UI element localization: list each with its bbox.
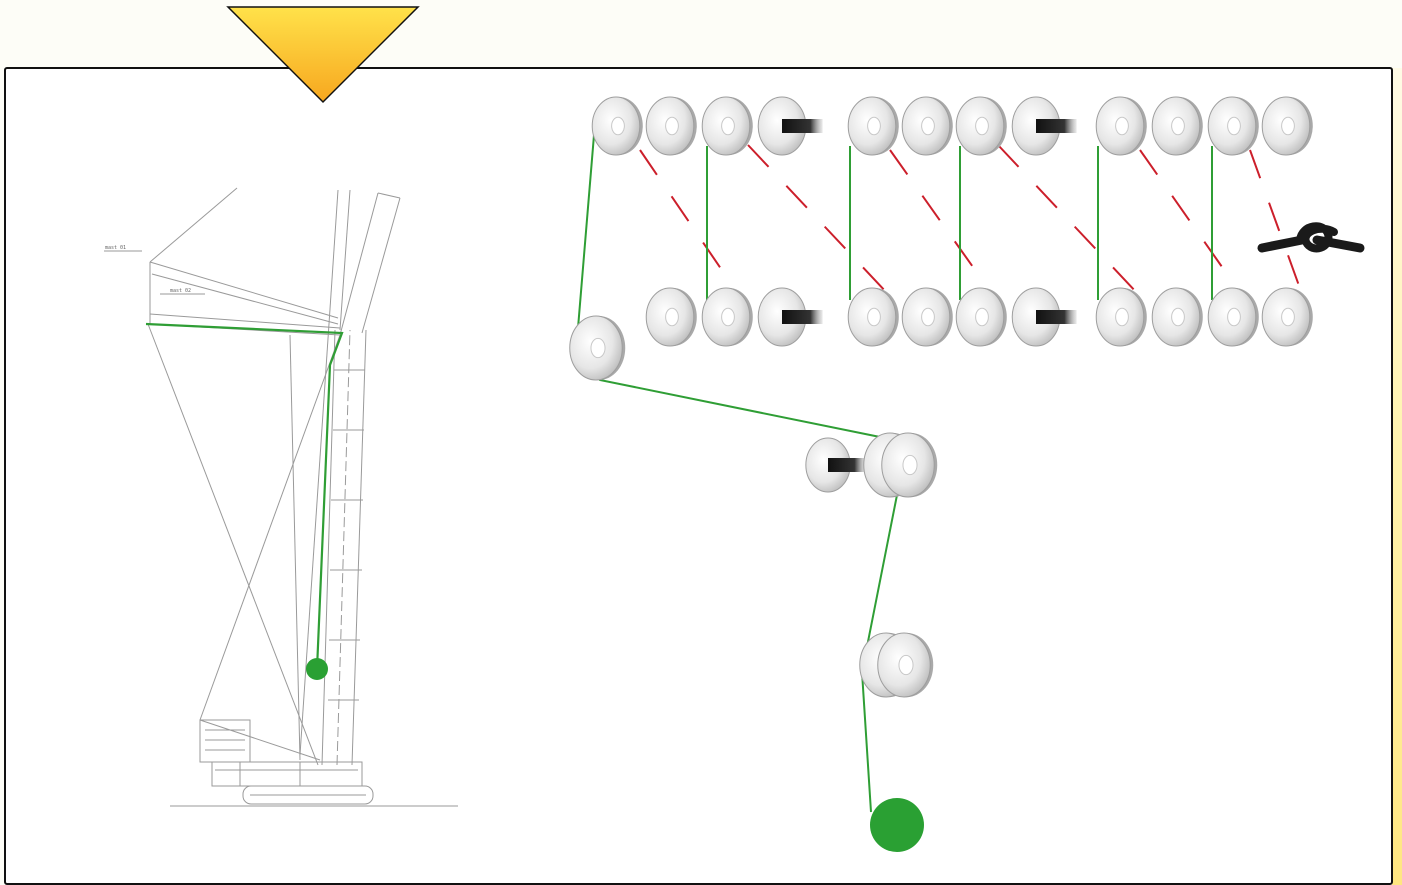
luffing-jib	[339, 192, 379, 336]
crane-hook-dot	[306, 658, 328, 680]
sheave-top-5	[847, 96, 899, 156]
sheave-bottom-5	[901, 287, 953, 347]
crane-reeving-line	[145, 322, 344, 670]
sheave-bottom-10	[1207, 287, 1259, 347]
shaft-indicator	[1011, 96, 1077, 156]
sheave-top-10	[1151, 96, 1203, 156]
sheave-bottom-11	[1261, 287, 1313, 347]
shaft-indicator	[1011, 287, 1077, 347]
sheave-bottom-4	[847, 287, 899, 347]
dead-end-lines	[639, 144, 1303, 295]
diagram-frame	[4, 67, 1393, 885]
sheave-top-11	[1207, 96, 1259, 156]
sheave-top-12	[1261, 96, 1313, 156]
hook-block-dot	[870, 798, 924, 852]
crane-label-2: mast 02	[170, 288, 191, 294]
backstay	[147, 323, 319, 766]
rope-knot-icon	[1257, 222, 1365, 253]
pendant-line	[149, 187, 238, 263]
sheave-top-2	[645, 96, 697, 156]
crane-upperworks	[211, 761, 363, 787]
sheave-bottom-2	[701, 287, 753, 347]
sheave-top-7	[955, 96, 1007, 156]
sheave-bottom-6	[955, 287, 1007, 347]
sheave-top-1	[591, 96, 643, 156]
sheave-top-9	[1095, 96, 1147, 156]
main-boom	[321, 329, 336, 766]
sheave-bottom-8	[1095, 287, 1147, 347]
shaft-indicator	[805, 437, 866, 493]
crane-label-1: mast 01	[105, 245, 126, 251]
upper-block-sheave-2	[881, 432, 938, 498]
sheave-array	[569, 96, 1313, 698]
sheave-bottom-1	[645, 287, 697, 347]
counterweight	[199, 719, 251, 763]
derrick-mast-2	[149, 261, 339, 319]
deflection-sheave	[569, 315, 626, 381]
shaft-indicator	[757, 96, 823, 156]
lower-block-sheave-2	[877, 632, 934, 698]
sheave-top-6	[901, 96, 953, 156]
page-edge-gradient	[1392, 68, 1402, 885]
sheave-top-3	[701, 96, 753, 156]
crane-line-drawing	[104, 187, 458, 807]
pointer-triangle	[226, 6, 420, 104]
sheave-bottom-9	[1151, 287, 1203, 347]
shaft-indicator	[757, 287, 823, 347]
